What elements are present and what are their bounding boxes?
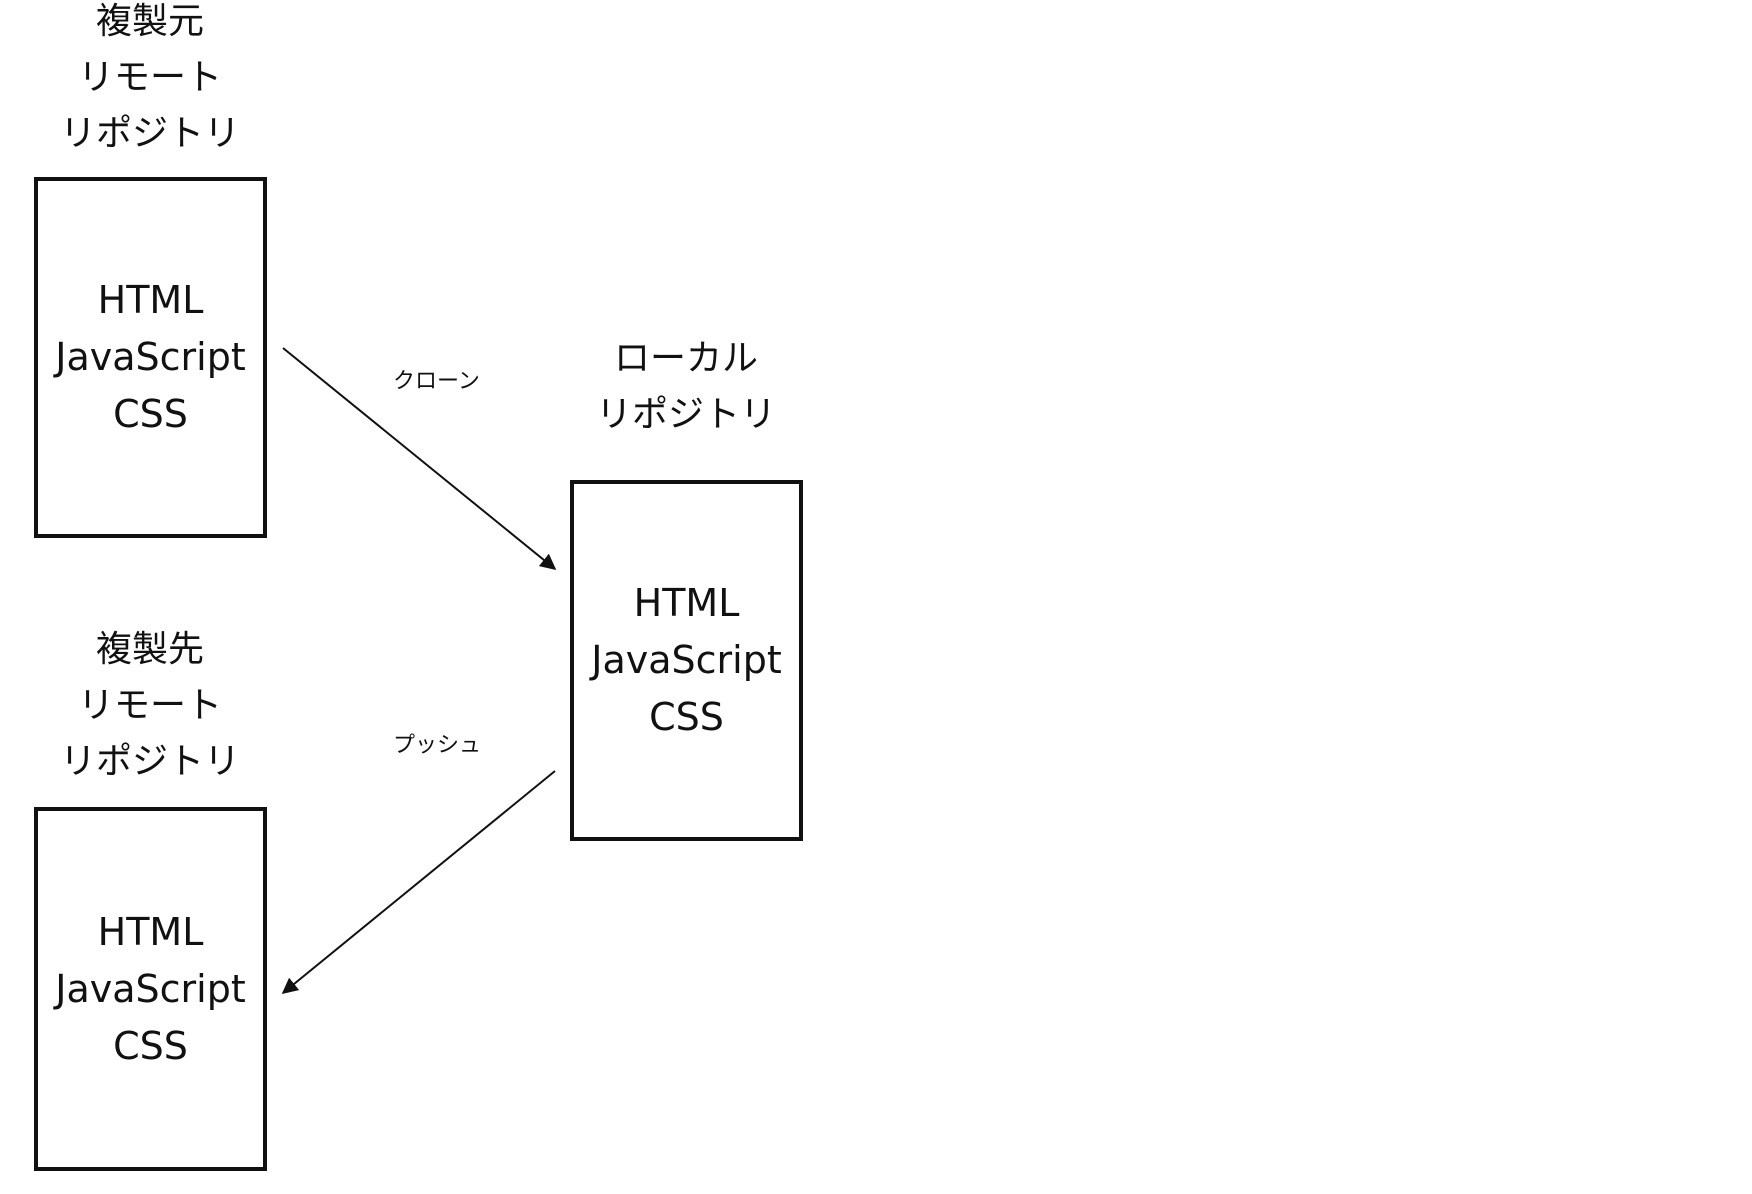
destination-repo-title-line: 複製先 — [95, 629, 204, 670]
destination-repo-box: HTML JavaScript CSS — [34, 807, 267, 1171]
local-file-javascript: JavaScript — [591, 638, 782, 682]
source-repo-title-line: 複製元 — [95, 1, 204, 42]
destination-file-javascript: JavaScript — [55, 966, 246, 1011]
local-file-css: CSS — [649, 695, 724, 739]
local-repo-title-line: リポジトリ — [595, 394, 776, 435]
destination-file-html: HTML — [97, 909, 204, 954]
clone-label: クローン — [393, 369, 480, 394]
destination-repo-title-line: リポジトリ — [59, 741, 240, 782]
destination-repo-title: 複製先 リモート リポジトリ — [40, 622, 260, 790]
clone-arrow — [282, 347, 557, 571]
source-repo-title: 複製元 リモート リポジトリ — [40, 0, 260, 162]
source-file-html: HTML — [97, 278, 204, 322]
local-repo-title-line: ローカル — [613, 338, 758, 379]
local-repo-box: HTML JavaScript CSS — [570, 480, 803, 841]
source-repo-title-line: リモート — [77, 57, 222, 98]
destination-file-css: CSS — [113, 1023, 188, 1068]
push-arrow — [281, 770, 556, 995]
source-file-css: CSS — [113, 392, 188, 436]
local-repo-title: ローカル リポジトリ — [576, 331, 796, 443]
local-file-html: HTML — [633, 581, 740, 625]
source-repo-box: HTML JavaScript CSS — [34, 177, 267, 538]
destination-repo-title-line: リモート — [77, 685, 222, 726]
source-repo-title-line: リポジトリ — [59, 113, 240, 154]
push-label: プッシュ — [393, 733, 482, 758]
source-file-javascript: JavaScript — [55, 335, 246, 379]
